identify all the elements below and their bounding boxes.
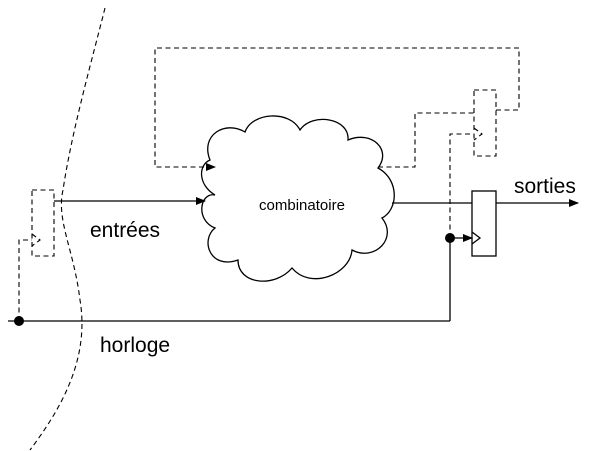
- state-register: [473, 89, 497, 157]
- outputs-label: sorties: [514, 175, 576, 198]
- clock-to-state-register-wire: [449, 133, 474, 238]
- output-register: [471, 190, 497, 257]
- input-register-clock-mark: [31, 233, 41, 247]
- state-register-clock-mark: [473, 127, 483, 141]
- state-feedback-wire: [154, 47, 520, 171]
- input-register: [31, 189, 55, 257]
- output-register-clock-mark: [471, 231, 482, 245]
- combinational-label: combinatoire: [259, 197, 345, 214]
- inputs-label: entrées: [90, 219, 160, 242]
- next-state-wire: [378, 112, 474, 168]
- clock-to-input-register-wire: [18, 239, 32, 321]
- clock-label: horloge: [100, 334, 170, 357]
- combinational-cloud: [200, 115, 395, 282]
